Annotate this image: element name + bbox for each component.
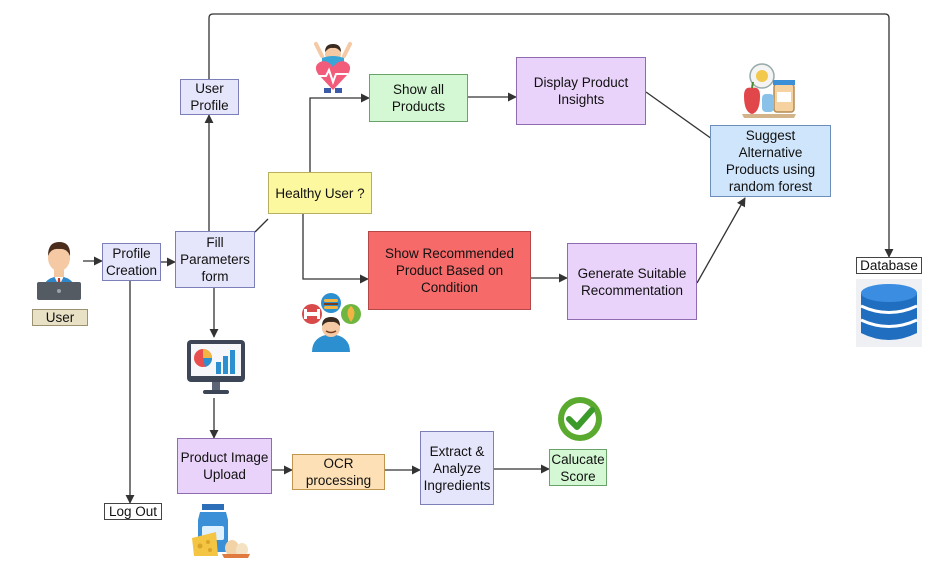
- fruit-jar-icon: [742, 63, 796, 118]
- arrow-top-loop-to-database: [208, 13, 894, 258]
- show-all-products-node: Show all Products: [369, 74, 468, 122]
- database-icon: [856, 279, 922, 347]
- happy-heart-person-icon: [314, 42, 352, 93]
- generate-recommendation-node: Generate Suitable Recommentation: [567, 243, 697, 320]
- checkmark-badge-icon: [558, 397, 602, 441]
- ocr-processing-node: OCR processing: [292, 454, 385, 490]
- fill-parameters-node: Fill Parameters form: [175, 231, 255, 288]
- product-image-upload-node: Product Image Upload: [177, 438, 272, 494]
- user-laptop-icon: [37, 242, 81, 300]
- arrow-insights-to-suggest: [645, 91, 713, 140]
- log-out-node: Log Out: [104, 503, 162, 520]
- analytics-monitor-icon: [187, 340, 245, 394]
- arrow-fill-to-healthy: [254, 218, 269, 233]
- diet-thinking-person-icon: [302, 293, 361, 352]
- profile-creation-node: Profile Creation: [102, 243, 161, 281]
- display-insights-node: Display Product Insights: [516, 57, 646, 125]
- healthy-user-decision: Healthy User ?: [268, 172, 372, 214]
- suggest-alternatives-node: Suggest Alternative Products using rando…: [710, 125, 831, 197]
- database-label: Database: [856, 257, 922, 274]
- user-profile-node: User Profile: [180, 79, 239, 115]
- user-label: User: [32, 309, 88, 326]
- arrow-generate-to-suggest: [696, 197, 746, 284]
- arrow-healthy-to-showall: [309, 93, 370, 172]
- extract-analyze-node: Extract & Analyze Ingredients: [420, 431, 494, 505]
- calculate-score-node: Calucate Score: [549, 449, 607, 486]
- arrow-healthy-to-recommended: [302, 214, 369, 284]
- milk-food-icon: [192, 504, 250, 558]
- show-recommended-node: Show Recommended Product Based on Condit…: [368, 231, 531, 310]
